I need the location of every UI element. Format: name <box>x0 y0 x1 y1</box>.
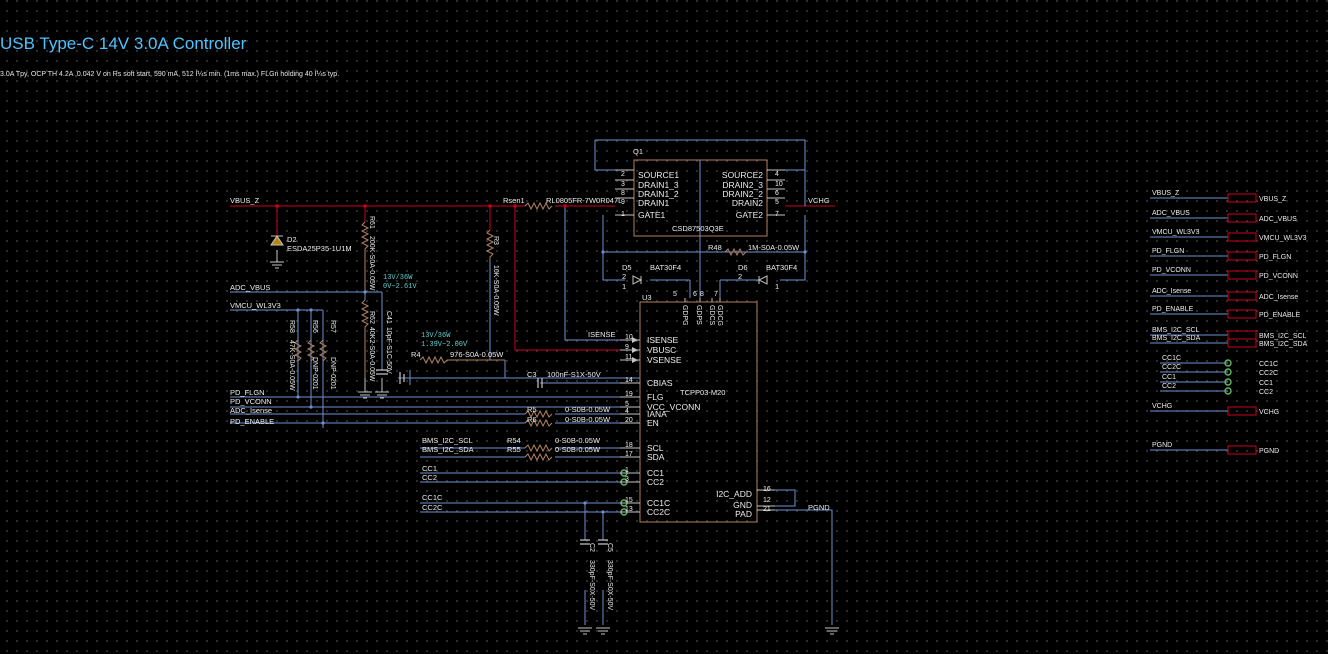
port-box[interactable] <box>1227 338 1257 348</box>
wire-q1-source1 <box>594 140 615 171</box>
wire-isense <box>564 206 640 341</box>
port-box[interactable] <box>1227 330 1257 340</box>
wire-gate1 <box>602 215 625 281</box>
d2-symbol <box>270 235 284 246</box>
port-box[interactable] <box>1227 213 1257 223</box>
r54-symbol <box>524 443 553 453</box>
gnd-leads <box>276 250 383 392</box>
sheet-subtitle: 3.0A Tpy, OCP TH 4.2A ,0.042 V on Rs sof… <box>0 71 340 78</box>
c5-symbol <box>598 539 608 545</box>
port-junction <box>1224 387 1232 395</box>
gnd-pgnd <box>825 627 839 635</box>
wire-vbusc <box>514 206 640 351</box>
r57-symbol <box>318 339 328 362</box>
port-box[interactable] <box>1227 291 1257 301</box>
gnd-d2 <box>270 261 284 269</box>
port-box[interactable] <box>1227 270 1257 280</box>
port-box[interactable] <box>1227 309 1257 319</box>
port-panel <box>1150 193 1257 455</box>
gnd-c2 <box>578 627 592 635</box>
r62-symbol <box>360 299 370 378</box>
r48-symbol <box>724 247 747 257</box>
u3-top-pins <box>684 298 721 302</box>
port-box[interactable] <box>1227 232 1257 242</box>
c41-symbol <box>376 369 388 375</box>
rsen1-symbol <box>524 201 553 211</box>
gnd-c5 <box>596 627 610 635</box>
port-box[interactable] <box>1227 406 1257 416</box>
d5-symbol <box>632 275 643 285</box>
d6-symbol <box>757 275 768 285</box>
wire-gd <box>689 280 721 298</box>
port-junction <box>1224 378 1232 386</box>
r58-symbol <box>293 339 303 362</box>
c2-symbol <box>580 539 590 545</box>
r55-symbol <box>524 452 553 462</box>
r6-symbol <box>524 418 553 428</box>
wire-gate2 <box>780 215 806 281</box>
c3-symbol <box>537 378 543 388</box>
wire-pgnd <box>757 489 833 625</box>
port-junction <box>1224 359 1232 367</box>
cbias-gnd-symbol <box>399 372 405 384</box>
port-box[interactable] <box>1227 193 1257 203</box>
r56-symbol <box>306 339 316 362</box>
port-box[interactable] <box>1227 251 1257 261</box>
port-junction <box>1224 368 1232 376</box>
wire-q1-top <box>595 139 806 206</box>
r4-symbol <box>419 355 505 365</box>
r5-symbol <box>524 409 553 419</box>
sheet-title: USB Type-C 14V 3.0A Controller <box>0 34 247 53</box>
r3-symbol <box>485 229 495 260</box>
port-box[interactable] <box>1227 445 1257 455</box>
u3-body <box>639 301 758 523</box>
wire-c-gnd <box>584 590 604 625</box>
r61-symbol <box>360 221 370 292</box>
